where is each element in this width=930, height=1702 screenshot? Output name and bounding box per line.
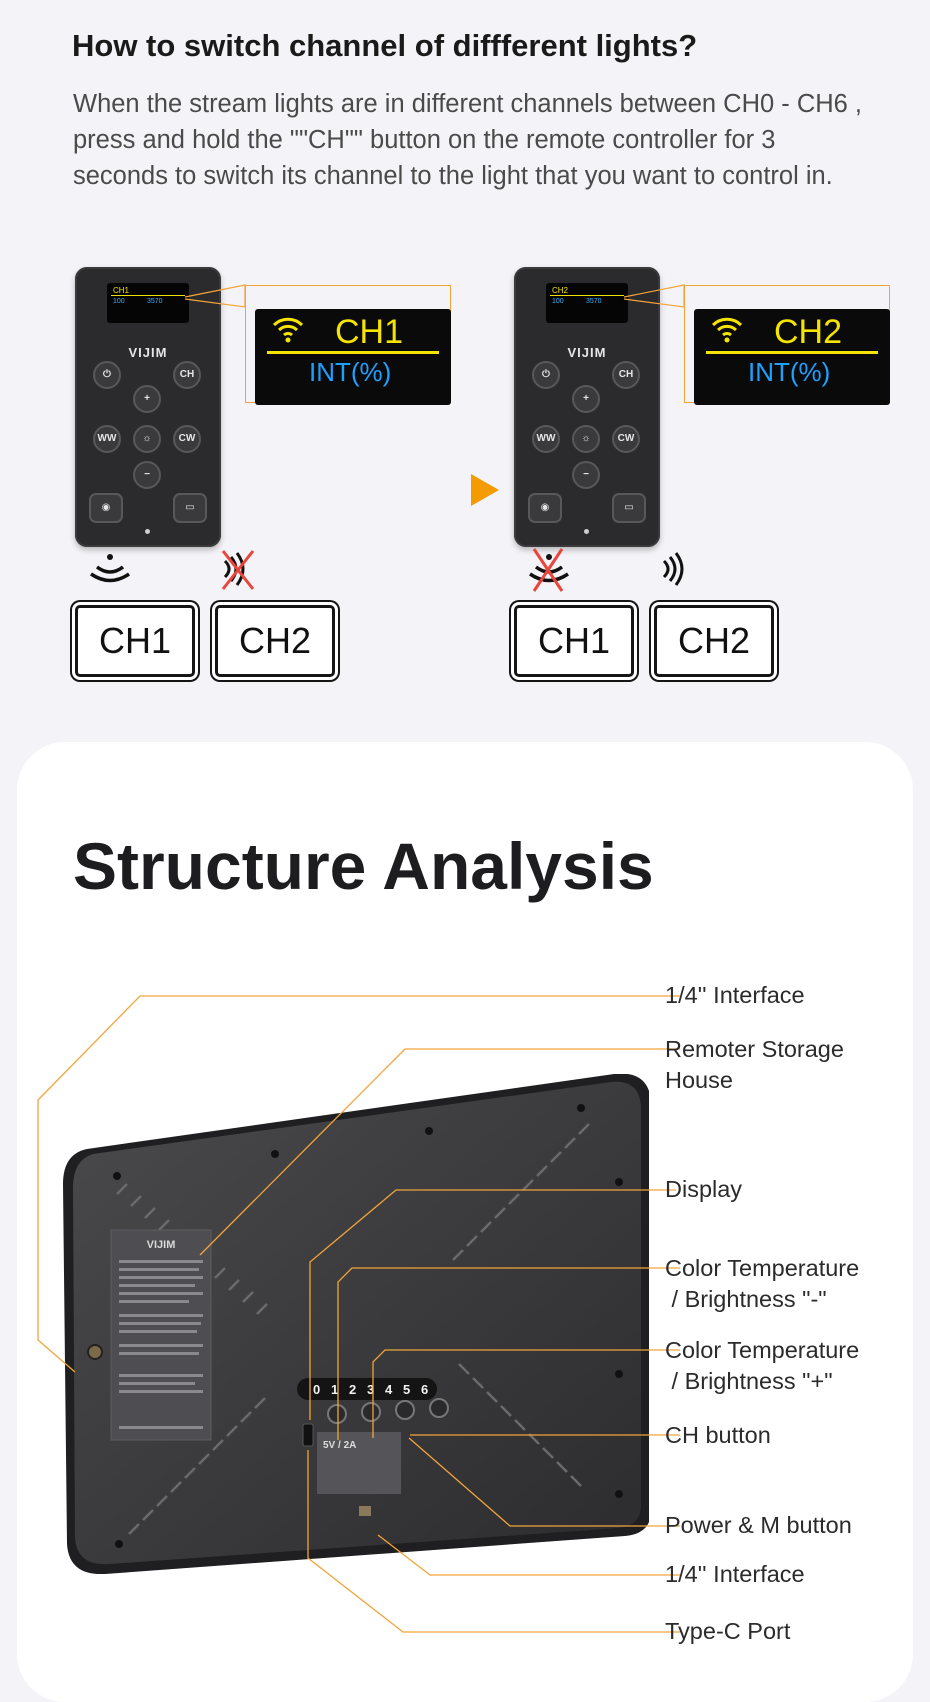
label-color-temp-plus: Color Temperature / Brightness "+"	[665, 1337, 860, 1394]
signal-icon	[87, 547, 133, 593]
ch-button[interactable]: CH	[612, 361, 640, 389]
remote-screen-int: 100	[552, 298, 564, 305]
cw-button[interactable]: CW	[612, 425, 640, 453]
remote-screen-cct: 3570	[147, 298, 163, 305]
label-type-c-port: Type-C Port	[665, 1618, 791, 1644]
remote-screen-channel: CH1	[113, 286, 130, 295]
label-color-temp-minus: Color Temperature / Brightness "-"	[665, 1255, 860, 1312]
light-box-ch2: CH2	[654, 605, 774, 677]
remote-screen: CH1 100 3570	[107, 283, 189, 323]
section-heading: How to switch channel of diffferent ligh…	[72, 28, 698, 63]
panel-channel: CH2	[774, 313, 843, 351]
lamp-digit-6: 6	[421, 1382, 428, 1397]
remote-screen-int: 100	[113, 298, 125, 305]
bulb-icon[interactable]: ☼	[572, 425, 600, 453]
remote-controller: CH1 100 3570 VIJIM ⏻ CH + WW ☼ CW − ◉ ▭	[75, 267, 221, 547]
scene-ch2: CH2 100 3570 VIJIM ⏻ CH + WW ☼ CW − ◉ ▭	[514, 265, 930, 695]
structure-title: Structure Analysis	[73, 829, 654, 903]
label-display: Display	[665, 1176, 743, 1202]
lamp-digit-3: 3	[367, 1382, 374, 1397]
panel-int-label: INT(%)	[309, 357, 392, 387]
remote-controller: CH2 100 3570 VIJIM ⏻ CH + WW ☼ CW − ◉ ▭	[514, 267, 660, 547]
callout-pointer	[623, 284, 685, 308]
channel-display-panel: CH1 INT(%)	[255, 309, 451, 405]
remote-logo: VIJIM	[567, 345, 607, 360]
scene-ch1: CH1 100 3570 VIJIM ⏻ CH + WW ☼ CW − ◉ ▭	[75, 265, 515, 695]
plus-button[interactable]: +	[572, 385, 600, 413]
play-arrow-icon	[471, 474, 499, 506]
plus-button[interactable]: +	[133, 385, 161, 413]
camera-icon[interactable]: ◉	[89, 493, 123, 523]
signal-blocked-icon	[526, 547, 572, 593]
panel-int-label: INT(%)	[748, 357, 831, 387]
wifi-icon	[710, 313, 744, 350]
power-icon[interactable]: ⏻	[93, 361, 121, 389]
lamp-label-brand: VIJIM	[147, 1239, 176, 1251]
ch-button[interactable]: CH	[173, 361, 201, 389]
label-ch-button: CH button	[665, 1422, 771, 1448]
video-icon[interactable]: ▭	[173, 493, 207, 523]
channel-switch-section: How to switch channel of diffferent ligh…	[0, 0, 930, 735]
lamp-sticker: 5V / 2A	[323, 1440, 356, 1451]
lamp-digit-4: 4	[385, 1382, 393, 1397]
lamp-digit-1: 1	[331, 1382, 338, 1397]
signal-blocked-icon	[217, 547, 263, 593]
ww-button[interactable]: WW	[532, 425, 560, 453]
lamp-digit-0: 0	[313, 1382, 320, 1397]
label-remoter-storage-house: Remoter Storage House	[665, 1036, 844, 1093]
light-panel-image: VIJIM 0 1 2 3 4 5 6 5V / 2A	[63, 1074, 649, 1574]
label-quarter-interface-bottom: 1/4'' Interface	[665, 1561, 805, 1587]
light-box-ch1: CH1	[514, 605, 634, 677]
camera-icon[interactable]: ◉	[528, 493, 562, 523]
minus-button[interactable]: −	[133, 461, 161, 489]
signal-icon	[656, 547, 702, 593]
lamp-digit-5: 5	[403, 1382, 410, 1397]
label-power-m-button: Power & M button	[665, 1512, 852, 1538]
wifi-icon	[271, 313, 305, 350]
remote-screen-channel: CH2	[552, 286, 569, 295]
cw-button[interactable]: CW	[173, 425, 201, 453]
remote-screen: CH2 100 3570	[546, 283, 628, 323]
video-icon[interactable]: ▭	[612, 493, 646, 523]
minus-button[interactable]: −	[572, 461, 600, 489]
lamp-digit-2: 2	[349, 1382, 356, 1397]
callout-pointer	[184, 284, 246, 308]
channel-display-panel: CH2 INT(%)	[694, 309, 890, 405]
ww-button[interactable]: WW	[93, 425, 121, 453]
panel-channel: CH1	[335, 313, 404, 351]
remote-logo: VIJIM	[128, 345, 168, 360]
power-icon[interactable]: ⏻	[532, 361, 560, 389]
remote-screen-cct: 3570	[586, 298, 602, 305]
structure-card: Structure Analysis VIJIM 0	[17, 742, 913, 1702]
light-box-ch2: CH2	[215, 605, 335, 677]
bulb-icon[interactable]: ☼	[133, 425, 161, 453]
label-quarter-interface-top: 1/4'' Interface	[665, 982, 805, 1008]
light-box-ch1: CH1	[75, 605, 195, 677]
section-description: When the stream lights are in different …	[73, 90, 863, 190]
